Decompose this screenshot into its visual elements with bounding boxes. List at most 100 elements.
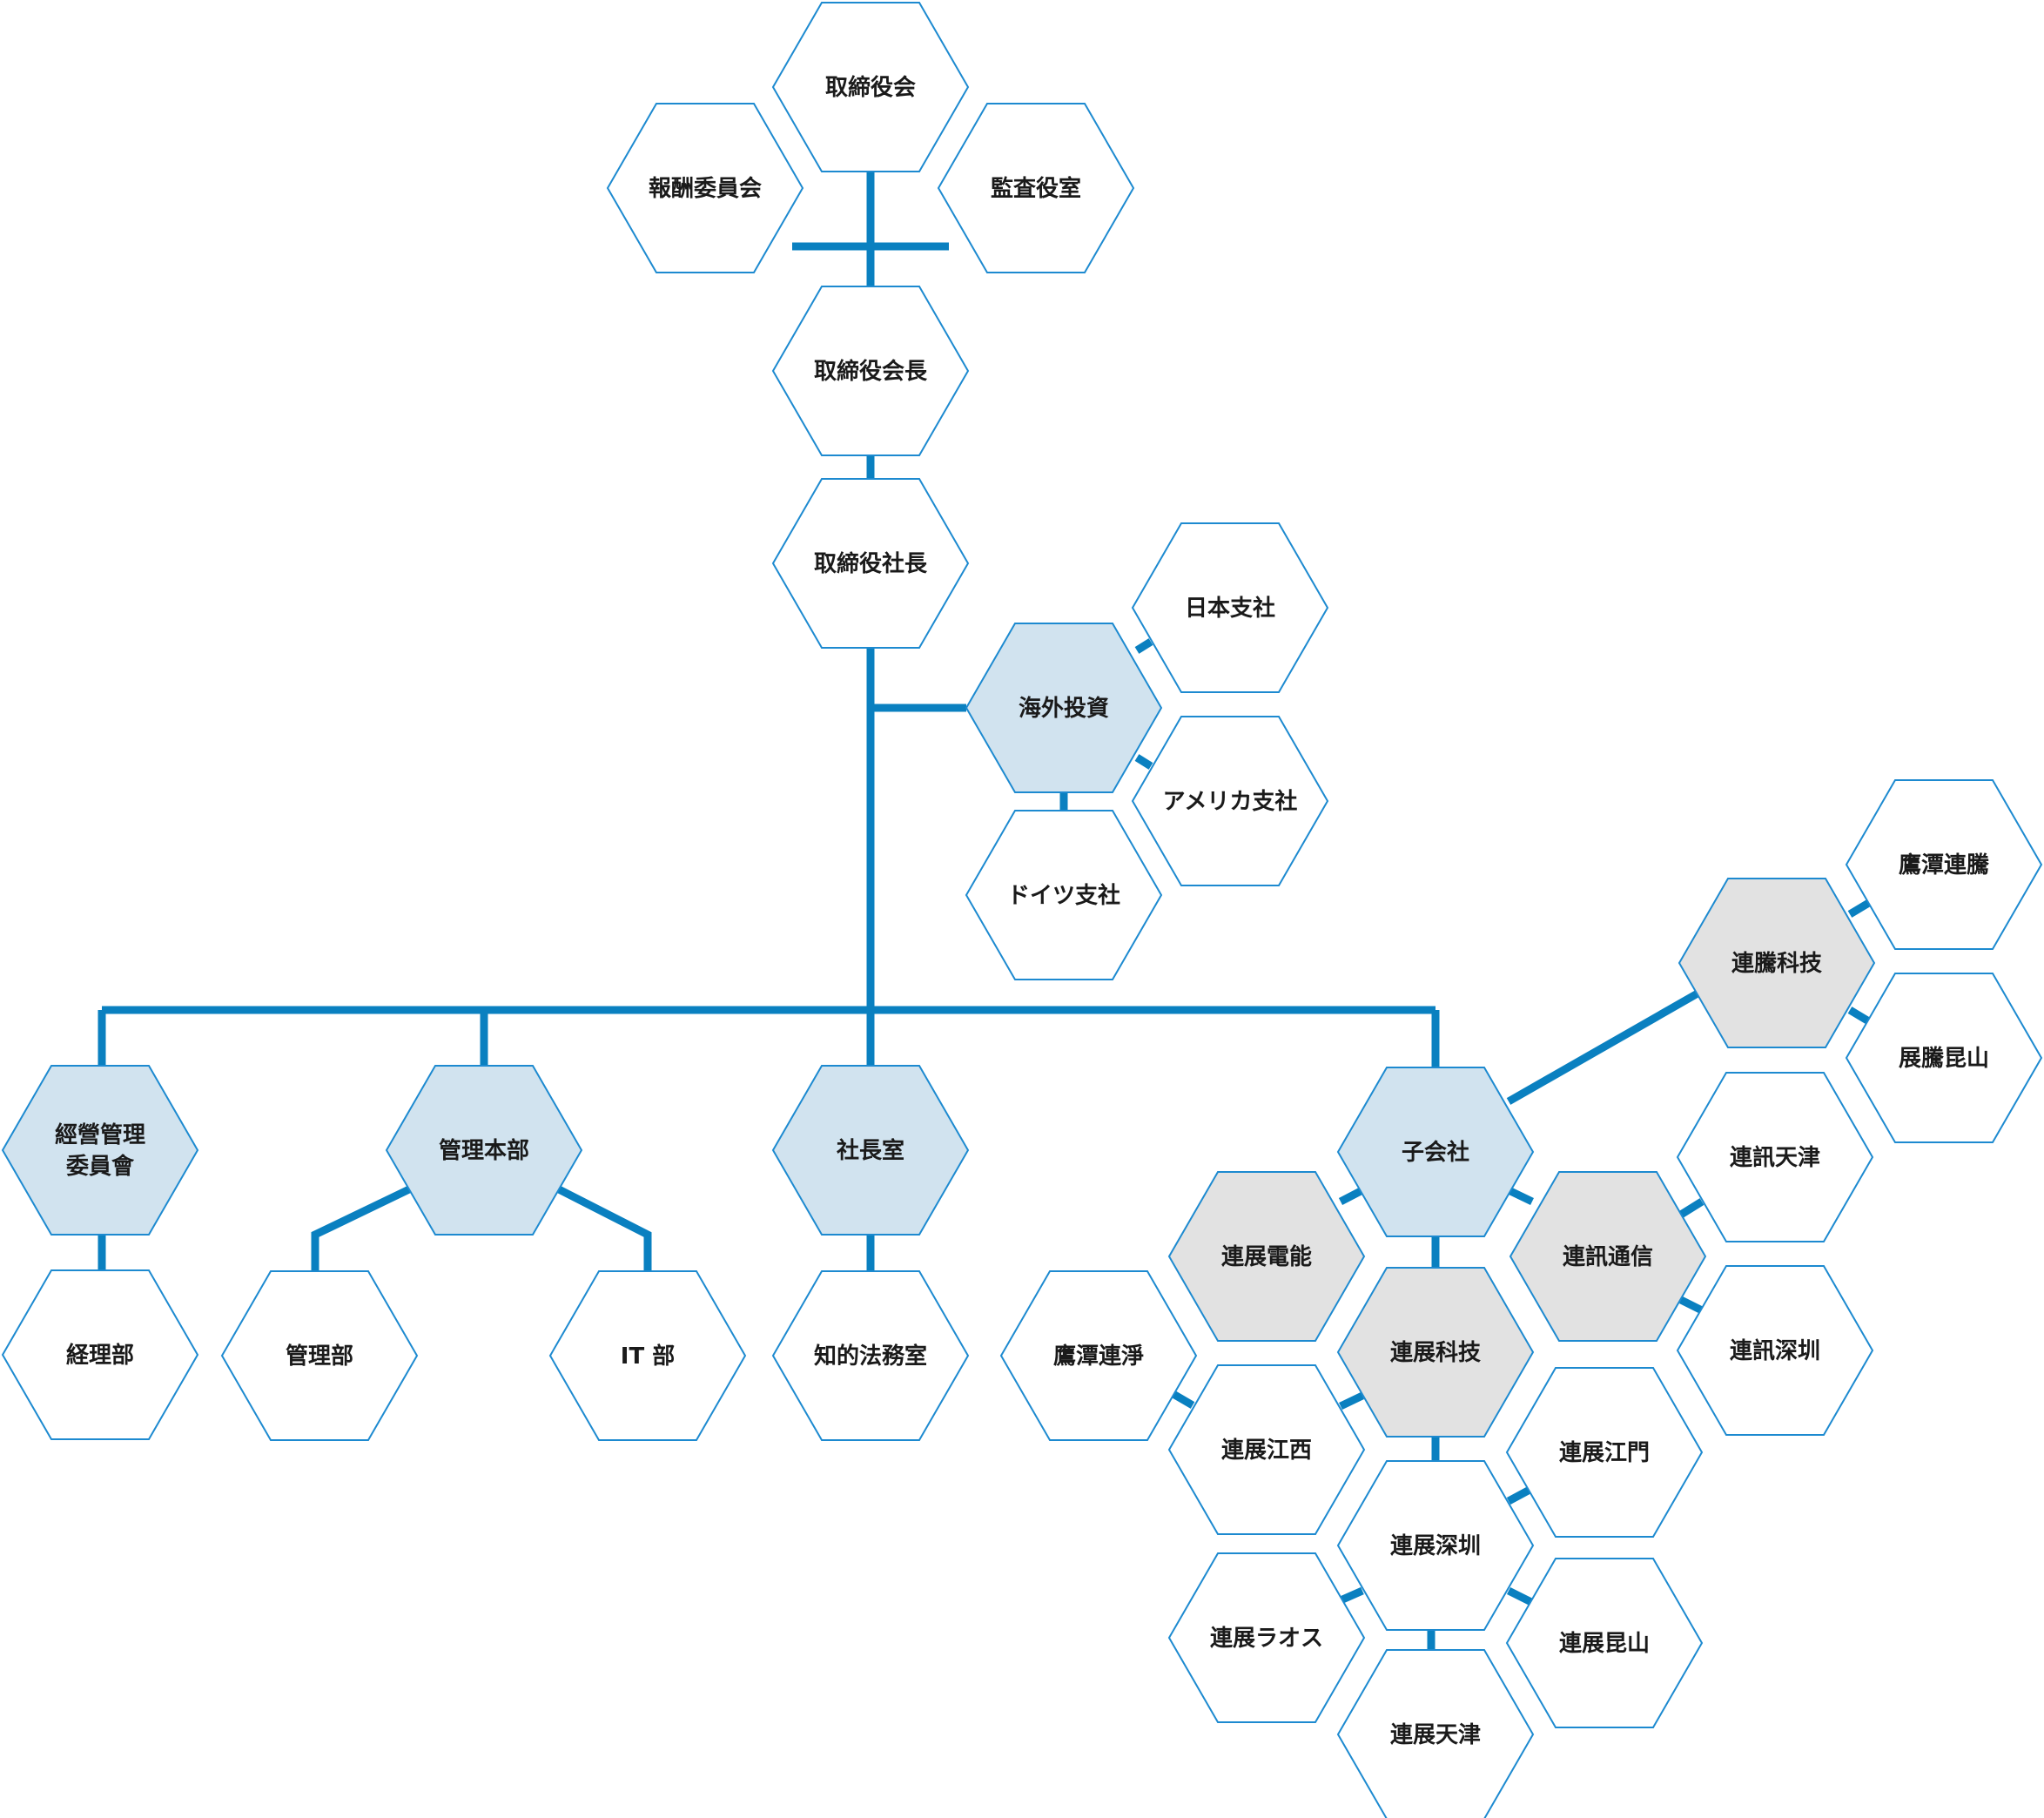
org-node-subsidiaries: 子会社 bbox=[1336, 1067, 1535, 1237]
connector-line bbox=[1506, 1586, 1534, 1606]
hexagon-shape bbox=[1, 1269, 199, 1440]
hexagon-shape bbox=[1678, 878, 1876, 1048]
org-node-accounting: 経理部 bbox=[1, 1269, 199, 1440]
node-label: 取締役社長 bbox=[814, 550, 928, 577]
hexagon-shape bbox=[1167, 1552, 1366, 1723]
node-label: 管理本部 bbox=[439, 1138, 529, 1164]
hexagon-shape bbox=[1845, 973, 2043, 1143]
org-node-audit: 監査役室 bbox=[937, 103, 1135, 273]
node-label: ドイツ支社 bbox=[1007, 882, 1120, 909]
org-node-admin: 管理部 bbox=[220, 1270, 419, 1441]
node-label: 連展ラオス bbox=[1210, 1626, 1323, 1652]
node-label: 連訊通信 bbox=[1563, 1243, 1653, 1270]
hexagon-shape bbox=[1336, 1460, 1535, 1631]
node-label: 鷹潭連淨 bbox=[1053, 1343, 1144, 1370]
org-node-lianteng: 連騰科技 bbox=[1678, 878, 1876, 1048]
org-node-lianzhan-tianjin: 連展天津 bbox=[1336, 1649, 1535, 1818]
org-node-lianxun-shenzhen: 連訊深圳 bbox=[1676, 1265, 1874, 1436]
org-node-yingtan-lianteng: 鷹潭連騰 bbox=[1845, 779, 2043, 950]
connector-line bbox=[1169, 1390, 1195, 1409]
org-node-admin-hq: 管理本部 bbox=[385, 1065, 583, 1236]
node-label: 取締役会 bbox=[825, 74, 916, 101]
hexagon-shape bbox=[1336, 1649, 1535, 1818]
hexagon-shape bbox=[1167, 1364, 1366, 1535]
hexagon-shape bbox=[548, 1270, 747, 1441]
node-label: 展騰昆山 bbox=[1899, 1046, 1989, 1072]
org-node-president: 取締役社長 bbox=[771, 478, 970, 649]
org-node-it: IT 部 bbox=[548, 1270, 747, 1441]
hexagon-shape bbox=[771, 1065, 970, 1236]
hexagon-shape bbox=[1676, 1265, 1874, 1436]
connector-line bbox=[1507, 1186, 1534, 1206]
hexagon-shape bbox=[220, 1270, 419, 1441]
node-label: 連訊深圳 bbox=[1730, 1337, 1820, 1364]
hexagon-shape bbox=[1845, 779, 2043, 950]
hexagon-shape bbox=[1505, 1558, 1704, 1728]
hexagon-shape bbox=[1336, 1067, 1535, 1237]
hexagon-shape bbox=[1, 1065, 199, 1236]
node-label: 連展天津 bbox=[1390, 1722, 1481, 1748]
org-node-lianxun-tianjin: 連訊天津 bbox=[1676, 1072, 1874, 1242]
node-label: 委員會 bbox=[66, 1153, 135, 1180]
hexagon-shape bbox=[771, 1, 970, 172]
hexagon-shape bbox=[965, 623, 1163, 793]
hexagon-shape bbox=[1509, 1171, 1707, 1342]
node-label: 連展深圳 bbox=[1390, 1533, 1481, 1559]
node-label: 連展科技 bbox=[1390, 1340, 1481, 1366]
org-node-lianzhan-shenzhen: 連展深圳 bbox=[1336, 1460, 1535, 1631]
node-label: 子会社 bbox=[1402, 1139, 1469, 1166]
node-label: 鷹潭連騰 bbox=[1899, 852, 1989, 879]
connector-line bbox=[1678, 1198, 1704, 1218]
connector-line bbox=[1678, 1296, 1704, 1315]
hexagon-shape bbox=[1505, 1367, 1704, 1538]
org-node-zhanteng-kunshan: 展騰昆山 bbox=[1845, 973, 2043, 1143]
node-label: 經營管理 bbox=[55, 1121, 145, 1148]
node-label: 連訊天津 bbox=[1730, 1144, 1820, 1171]
connector-line bbox=[1339, 1586, 1364, 1605]
node-label: 監査役室 bbox=[991, 175, 1081, 202]
node-label: 連騰科技 bbox=[1731, 951, 1822, 977]
hexagon-shape bbox=[385, 1065, 583, 1236]
node-label: 日本支社 bbox=[1185, 595, 1275, 622]
node-label: アメリカ支社 bbox=[1163, 788, 1298, 815]
org-node-compensation: 報酬委員会 bbox=[606, 103, 804, 273]
connector-lines bbox=[97, 171, 1874, 1650]
hexagon-shape bbox=[771, 1270, 970, 1441]
hexagon-shape bbox=[1131, 716, 1329, 886]
org-node-lianzhan-tech: 連展科技 bbox=[1336, 1267, 1535, 1438]
org-node-lianzhan-jiangmen: 連展江門 bbox=[1505, 1367, 1704, 1538]
org-node-germany: ドイツ支社 bbox=[965, 810, 1163, 980]
org-node-president-office: 社長室 bbox=[771, 1065, 970, 1236]
org-node-board: 取締役会 bbox=[771, 1, 970, 172]
hexagon-shape bbox=[606, 103, 804, 273]
org-node-lianxun-comm: 連訊通信 bbox=[1509, 1171, 1707, 1342]
org-node-lianzhan-laos: 連展ラオス bbox=[1167, 1552, 1366, 1723]
hexagon-shape bbox=[771, 478, 970, 649]
org-node-chairman: 取締役会長 bbox=[771, 286, 970, 456]
hexagon-shape bbox=[937, 103, 1135, 273]
org-node-lianzhan-kunshan: 連展昆山 bbox=[1505, 1558, 1704, 1728]
node-label: 管理部 bbox=[286, 1343, 353, 1370]
hexagon-shape bbox=[1131, 522, 1329, 693]
node-label: 経理部 bbox=[66, 1342, 134, 1369]
org-node-overseas: 海外投資 bbox=[965, 623, 1163, 793]
hexagon-shape bbox=[1167, 1171, 1366, 1342]
hexagon-shape bbox=[1336, 1267, 1535, 1438]
node-label: 連展江西 bbox=[1221, 1438, 1312, 1464]
org-node-legal: 知的法務室 bbox=[771, 1270, 970, 1441]
node-label: 連展江門 bbox=[1559, 1440, 1650, 1466]
connector-line bbox=[1506, 1485, 1534, 1505]
connector-line bbox=[556, 1185, 652, 1271]
org-node-yingtan-lianjing: 鷹潭連淨 bbox=[999, 1270, 1198, 1441]
node-label: 連展電能 bbox=[1221, 1243, 1312, 1270]
connector-line bbox=[1134, 754, 1153, 770]
org-node-japan: 日本支社 bbox=[1131, 522, 1329, 693]
node-label: 報酬委員会 bbox=[649, 176, 762, 202]
hexagon-shape bbox=[965, 810, 1163, 980]
node-label: 海外投資 bbox=[1019, 696, 1109, 722]
hexagon-shape bbox=[771, 286, 970, 456]
org-node-lianzhan-power: 連展電能 bbox=[1167, 1171, 1366, 1342]
connector-line bbox=[1339, 1391, 1364, 1411]
